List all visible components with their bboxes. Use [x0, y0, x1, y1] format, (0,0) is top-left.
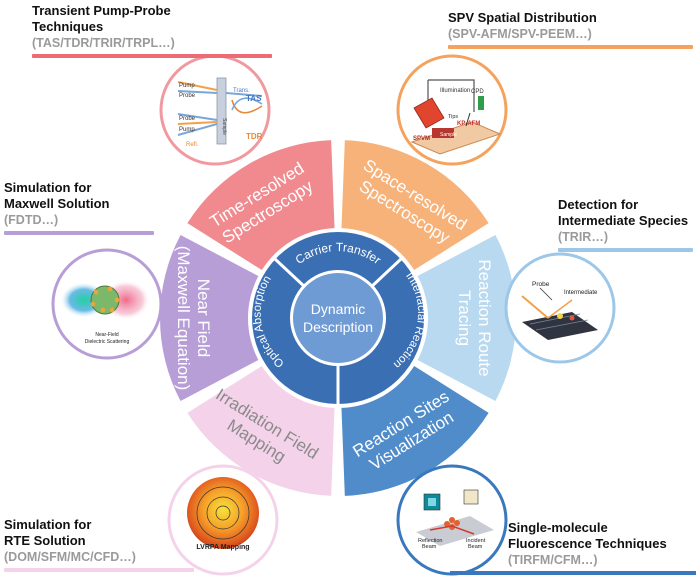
inset-spv-spatial: Sample SPVM CPD Illumination Tips KP-AFM	[396, 54, 508, 166]
corner-maxwell-solution: Simulation for Maxwell Solution (FDTD…)	[4, 180, 154, 235]
corner-br-sub: (TIRFM/CFM…)	[508, 553, 598, 567]
corner-mr-title2: Intermediate Species	[558, 213, 689, 228]
inset-intermediate-species: Probe Intermediate	[504, 252, 616, 364]
corner-tr-title1: SPV Spatial Distribution	[448, 10, 597, 25]
inset-tas-sample-label: Sample	[221, 118, 227, 135]
inset-fluor-reflection1: Reflection	[418, 538, 442, 544]
inset-near-field: Near-Field Dielectric Scattering	[51, 248, 163, 360]
sector-reaction-route-tracing	[417, 234, 516, 402]
inset-tas-tdr: TDR	[246, 132, 263, 141]
center-title-line1: Dynamic	[311, 301, 365, 317]
inset-inter-probe: Probe	[532, 281, 550, 288]
corner-tr-underline	[448, 45, 693, 49]
corner-intermediate-species: Detection for Intermediate Species (TRIR…	[558, 197, 698, 252]
corner-bl-sub: (DOM/SFM/MC/CFD…)	[4, 550, 136, 564]
sector-space-resolved-spectroscopy	[341, 140, 489, 271]
label-route-line2: Tracing	[455, 290, 474, 346]
corner-ml-title2: Maxwell Solution	[4, 196, 110, 211]
inset-spv-illumination: Illumination	[440, 88, 470, 94]
inset-tas-probe2: Probe	[179, 116, 196, 122]
corner-single-molecule-fluorescence: Single-molecule Fluorescence Techniques …	[508, 520, 698, 568]
corner-br-title2: Fluorescence Techniques	[508, 536, 667, 551]
inset-fluor-reflection2: Beam	[422, 544, 437, 550]
sector-near-field	[160, 234, 259, 402]
inset-fluorescence: Reflection Beam Incident Beam	[396, 464, 508, 576]
center-disc	[293, 273, 383, 363]
inset-near-caption1: Near-Field	[95, 332, 119, 338]
inset-lvrpa-caption: LVRPA Mapping	[196, 544, 249, 551]
corner-transient-pump-probe: Transient Pump-Probe Techniques (TAS/TDR…	[32, 3, 272, 58]
corner-bl-underline	[4, 568, 194, 572]
corner-mr-sub: (TRIR…)	[558, 230, 608, 244]
inset-tas-pump1: Pump	[179, 83, 195, 89]
corner-br-underline	[450, 571, 696, 575]
corner-spv-spatial: SPV Spatial Distribution (SPV-AFM/SPV-PE…	[448, 10, 693, 49]
tdr-curve	[231, 97, 263, 111]
corner-br-title1: Single-molecule	[508, 520, 608, 535]
inset-tas-pump2: Pump	[179, 127, 195, 133]
inset-tas-probe1: Probe	[179, 93, 196, 99]
corner-tl-title1: Transient Pump-Probe	[32, 3, 171, 18]
inset-tas-trans: Trans.	[233, 88, 250, 94]
inset-tas-tas: TAS	[246, 94, 262, 103]
corner-rte-solution: Simulation for RTE Solution (DOM/SFM/MC/…	[4, 517, 194, 572]
inset-spv-spvm: SPVM	[413, 136, 430, 142]
corner-tl-sub: (TAS/TDR/TRIR/TRPL…)	[32, 36, 175, 50]
inset-spv-sample: Sample	[440, 132, 457, 138]
corner-mr-title1: Detection for	[558, 197, 639, 212]
corner-bl-title1: Simulation for	[4, 517, 92, 532]
label-near-line2: (Maxwell Equation)	[174, 246, 193, 391]
corner-ml-title1: Simulation for	[4, 180, 92, 195]
corner-ml-sub: (FDTD…)	[4, 213, 59, 227]
inset-spv-tips: Tips	[448, 114, 458, 120]
inset-spv-cpd: CPD	[471, 89, 484, 95]
label-reaction-route: Reaction Route Tracing	[455, 259, 494, 376]
corner-tl-title2: Techniques	[32, 19, 104, 34]
label-near-field: Near Field (Maxwell Equation)	[174, 246, 213, 391]
corner-tr-sub: (SPV-AFM/SPV-PEEM…)	[448, 27, 592, 41]
inset-transient-pump-probe: Sample Pump Probe Trans. TAS Probe Pump …	[159, 54, 271, 166]
inset-tas-refl: Refl.	[186, 142, 199, 148]
inset-spv-kpafm: KP-AFM	[457, 121, 480, 127]
sector-reaction-sites-visualization	[341, 365, 489, 496]
corner-mr-underline	[558, 248, 693, 252]
sample-slab	[216, 77, 227, 145]
inset-inter-intermediate: Intermediate	[564, 290, 598, 296]
label-route-line1: Reaction Route	[475, 259, 494, 376]
corner-bl-title2: RTE Solution	[4, 533, 86, 548]
inset-fluor-incident1: Incident	[466, 538, 486, 544]
inset-near-caption2: Dielectric Scattering	[85, 339, 130, 345]
sector-time-resolved-spectroscopy	[187, 140, 335, 271]
inset-lvrpa-mapping: LVRPA Mapping	[167, 464, 279, 576]
tas-curve	[231, 99, 263, 114]
center-title-line2: Description	[303, 319, 373, 335]
inset-fluor-incident2: Beam	[468, 544, 483, 550]
corner-ml-underline	[4, 231, 154, 235]
corner-tl-underline	[32, 54, 272, 58]
sector-irradiation-field-mapping	[187, 365, 335, 496]
label-near-line1: Near Field	[194, 279, 213, 357]
